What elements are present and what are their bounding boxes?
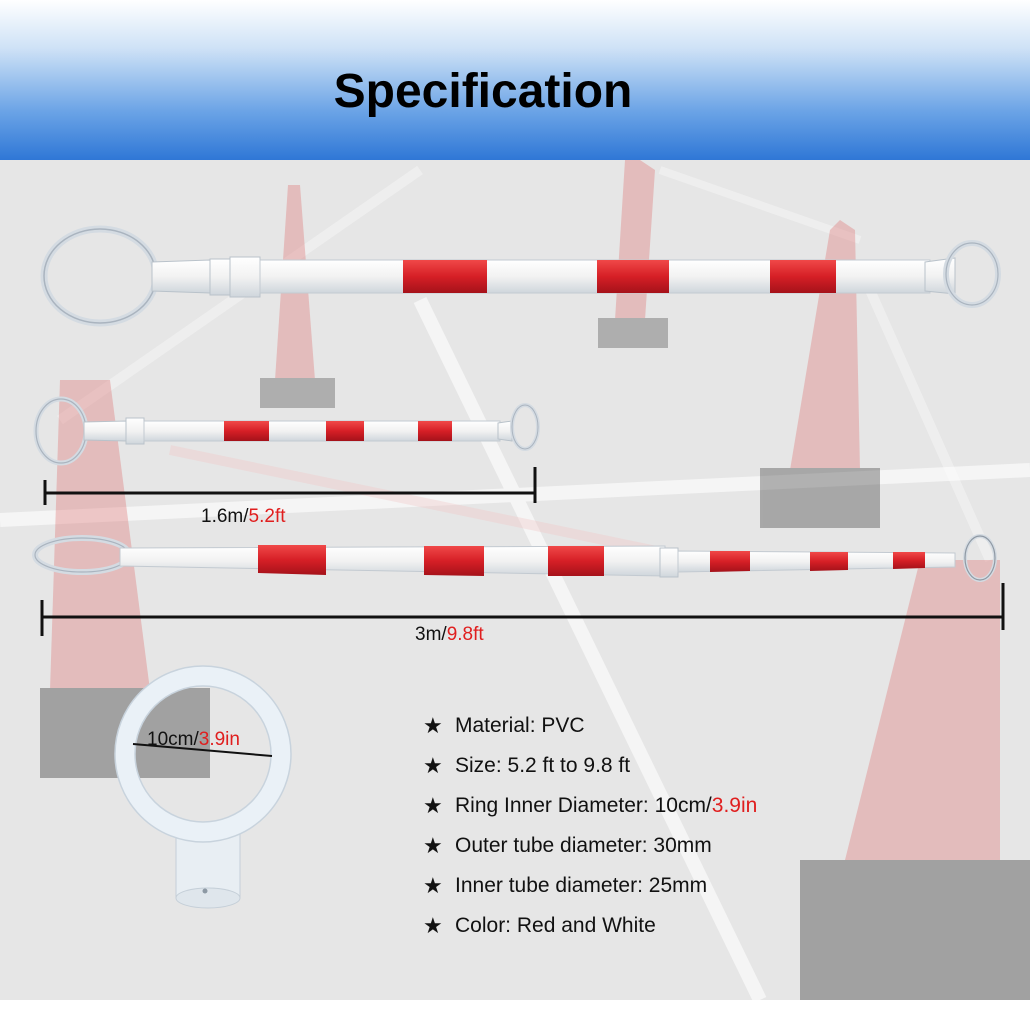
spec-item-color: ★ Color: Red and White — [423, 913, 656, 938]
spec-item-inner-tube: ★ Inner tube diameter: 25mm — [423, 873, 708, 898]
star-icon: ★ — [423, 793, 443, 818]
cone-bar-short — [33, 396, 540, 466]
cone-bar-extended — [32, 534, 997, 582]
dimension-line-short — [43, 467, 537, 505]
star-icon: ★ — [423, 833, 443, 858]
bottom-margin — [0, 1000, 1030, 1030]
page-title: Specification — [333, 65, 633, 118]
star-icon: ★ — [423, 753, 443, 778]
length-label-long: 3m/9.8ft — [415, 624, 484, 645]
spec-list: ★ Material: PVC ★ Size: 5.2 ft to 9.8 ft… — [423, 706, 1023, 946]
dimension-line-long — [40, 583, 1005, 636]
ring-closeup — [114, 665, 292, 909]
spec-item-ring-diameter: ★ Ring Inner Diameter: 10cm/3.9in — [423, 793, 758, 818]
ring-diameter-label: 10cm/3.9in — [147, 729, 240, 750]
spec-item-size: ★ Size: 5.2 ft to 9.8 ft — [423, 753, 631, 778]
header-banner: Specification — [0, 0, 1030, 160]
spec-item-outer-tube: ★ Outer tube diameter: 30mm — [423, 833, 712, 858]
length-label-short: 1.6m/5.2ft — [201, 506, 286, 527]
star-icon: ★ — [423, 873, 443, 898]
spec-item-material: ★ Material: PVC — [423, 713, 585, 738]
star-icon: ★ — [423, 713, 443, 738]
cone-bar-large — [40, 225, 1001, 327]
star-icon: ★ — [423, 913, 443, 938]
